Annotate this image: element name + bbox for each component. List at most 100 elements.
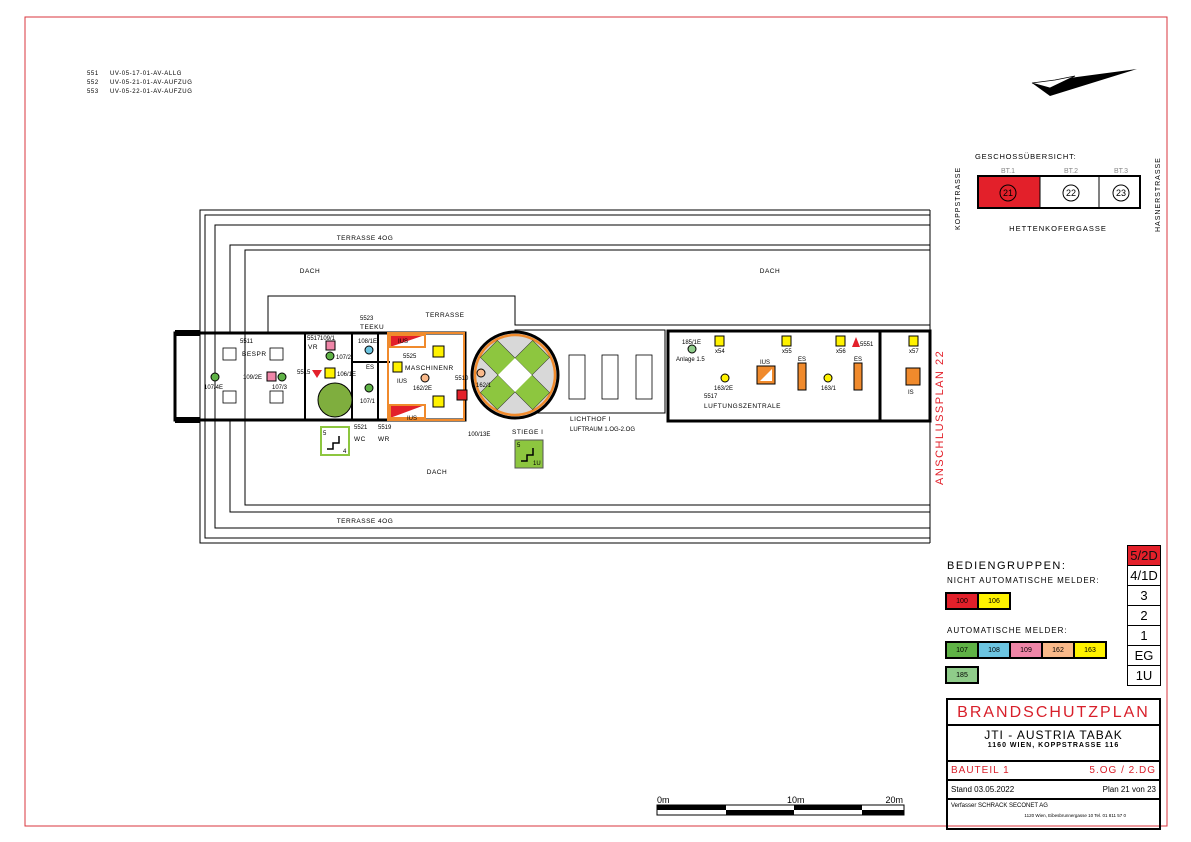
company-name: JTI - AUSTRIA TABAK [984,728,1123,742]
svg-text:107/1: 107/1 [360,399,376,405]
room-labels: 5511 BESPR 5517 VR 5523 TEEKU 5525 MASCH… [240,316,781,443]
svg-text:5: 5 [323,431,327,437]
legend-auto-2: 185 [945,666,979,684]
svg-text:WR: WR [378,436,390,443]
svg-text:5517: 5517 [704,394,718,400]
svg-text:LICHTHOF I: LICHTHOF I [570,416,611,423]
svg-text:100/13E: 100/13E [468,432,490,438]
machine-room: IUS IUS IUS [387,332,465,422]
svg-text:5523: 5523 [360,316,374,322]
scale-label: 10m [787,795,805,805]
svg-text:x55: x55 [782,349,792,355]
label-terrasse: TERRASSE [425,312,464,319]
svg-text:ES: ES [366,365,374,371]
page-frame [24,16,1168,827]
svg-text:BT.3: BT.3 [1114,168,1128,175]
svg-text:TEEKU: TEEKU [360,324,384,331]
detectors: 107/4E 109/2E 107/3 109/1 107/2 108/1E 1… [204,336,837,438]
svg-text:5515: 5515 [297,370,311,376]
group-swatch-185: 185 [947,668,977,682]
label-dach: DACH [300,268,320,275]
walls [173,329,932,423]
devices: x54 x55 x56 x57 5551 5515 5510 IUS ES ES… [297,335,921,408]
svg-text:x54: x54 [715,349,725,355]
floor-label: 5.OG / 2.DG [1089,765,1156,776]
svg-text:x57: x57 [909,349,919,355]
list-label: UV-05-17-01-AV-ALLG [110,71,182,77]
svg-text:MASCHINENR: MASCHINENR [405,365,454,372]
svg-text:1U: 1U [533,461,541,467]
floor-2[interactable]: 2 [1128,606,1160,626]
legend-auto-title: AUTOMATISCHE MELDER: [947,626,1068,635]
scale-bar: 0m 10m 20m [656,795,905,816]
svg-text:IS: IS [908,390,914,396]
building-outline [199,209,931,544]
skylights [568,354,653,400]
group-swatch-109: 109 [1011,643,1043,657]
svg-text:ES: ES [854,357,862,363]
svg-text:WC: WC [354,436,366,443]
svg-text:5517: 5517 [307,336,321,342]
floor-5-2d[interactable]: 5/2D [1128,546,1160,566]
overview-title: GESCHOSSÜBERSICHT: [975,152,1077,161]
svg-text:BT.1: BT.1 [1001,168,1015,175]
plan-heading: BRANDSCHUTZPLAN [948,700,1159,726]
svg-text:BT.2: BT.2 [1064,168,1078,175]
svg-text:107/2: 107/2 [336,355,352,361]
svg-text:5525: 5525 [403,354,417,360]
group-swatch-108: 108 [979,643,1011,657]
svg-text:107/4E: 107/4E [204,385,223,391]
svg-text:IUS: IUS [760,360,770,366]
north-arrow-icon [1031,69,1137,96]
floor-4-1d[interactable]: 4/1D [1128,566,1160,586]
author: Verfasser SCHRACK SECONET AG [951,803,1048,809]
svg-text:109/2E: 109/2E [243,375,262,381]
stair-round [470,330,560,420]
scale-label: 0m [657,795,670,805]
label-terrasse-top: TERRASSE 4OG [337,235,394,242]
svg-text:STIEGE I: STIEGE I [512,429,543,436]
svg-text:162/1: 162/1 [476,383,492,389]
svg-text:x56: x56 [836,349,846,355]
list-label: UV-05-21-01-AV-AUFZUG [110,80,193,86]
list-num: 552 [87,80,99,86]
floor-3[interactable]: 3 [1128,586,1160,606]
svg-text:ES: ES [798,357,806,363]
svg-text:21: 21 [1003,188,1013,198]
svg-text:VR: VR [308,344,318,351]
svg-text:HETTENKOFERGASSE: HETTENKOFERGASSE [1009,224,1107,233]
group-swatch-100: 100 [947,594,979,608]
svg-text:5511: 5511 [240,339,254,345]
svg-text:106/1E: 106/1E [337,372,356,378]
svg-text:HASNERSTRASSE: HASNERSTRASSE [1155,157,1162,232]
legend-manual-title: NICHT AUTOMATISCHE MELDER: [947,576,1100,585]
legend-manual: 100 106 [945,592,1011,610]
plan-number: Plan 21 von 23 [1102,785,1156,794]
company-address: 1160 WIEN, KOPPSTRASSE 116 [987,742,1120,749]
anschluss-label: ANSCHLUSSPLAN 22 [934,350,946,485]
svg-text:LUFTRAUM 1.OG-2.OG: LUFTRAUM 1.OG-2.OG [570,427,635,433]
svg-text:IUS: IUS [407,416,417,422]
svg-text:IUS: IUS [398,339,408,345]
label-terrasse-bottom: TERRASSE 4OG [337,518,394,525]
svg-text:162/2E: 162/2E [413,386,432,392]
group-swatch-163: 163 [1075,643,1105,657]
group-swatch-162: 162 [1043,643,1075,657]
list-label: UV-05-22-01-AV-AUFZUG [110,89,193,95]
floor-eg[interactable]: EG [1128,646,1160,666]
floor-1u[interactable]: 1U [1135,668,1153,683]
svg-text:163/1: 163/1 [821,386,837,392]
floor-1[interactable]: 1 [1128,626,1160,646]
svg-text:5521: 5521 [354,425,368,431]
svg-text:4: 4 [343,449,347,455]
furniture [222,347,284,404]
svg-text:23: 23 [1116,188,1126,198]
label-dach: DACH [760,268,780,275]
floor-overview: GESCHOSSÜBERSICHT: BT.1 BT.2 BT.3 21 22 … [955,152,1162,233]
list-num: 553 [87,89,99,95]
floor-selector: 5/2D 4/1D 3 2 1 EG 1U [1127,545,1161,686]
label-dach: DACH [427,469,447,476]
svg-text:5519: 5519 [378,425,392,431]
